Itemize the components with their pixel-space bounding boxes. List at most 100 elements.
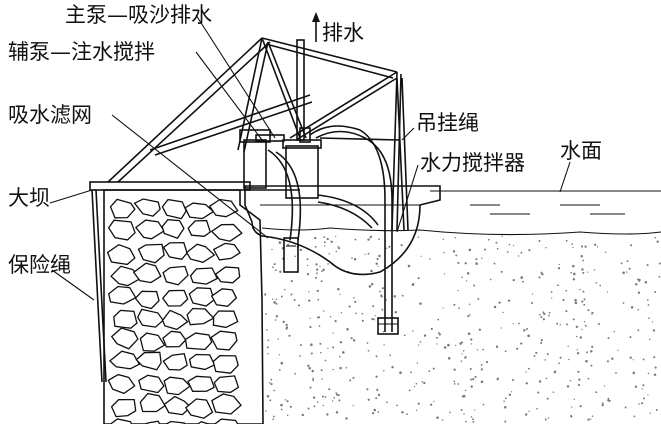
sand-dot <box>566 385 570 388</box>
sand-dot <box>543 312 546 316</box>
sand-dot <box>274 319 277 321</box>
rock-stone <box>110 265 142 287</box>
sand-dot <box>477 297 480 300</box>
sand-dot <box>320 351 322 354</box>
sand-dot <box>565 239 568 242</box>
sand-dot <box>327 263 329 265</box>
sand-dot <box>544 359 546 361</box>
sand-dot <box>442 238 445 241</box>
sand-dot <box>536 407 538 410</box>
sand-dot <box>506 251 509 253</box>
sand-dot <box>339 366 342 370</box>
leader-water-surface <box>559 161 571 193</box>
rock-stone <box>187 375 216 392</box>
sand-dot <box>581 268 584 271</box>
sand-dot <box>316 272 318 275</box>
hoses <box>267 125 393 332</box>
sand-dot <box>608 400 611 402</box>
label-aux-pump: 辅泵—注水搅拌 <box>8 40 155 64</box>
sand-dot <box>442 307 444 309</box>
sand-dot <box>274 269 277 271</box>
sand-dot <box>275 298 278 301</box>
sand-dot <box>579 336 583 339</box>
sand-dot <box>376 388 379 391</box>
sand-dot <box>566 323 569 326</box>
sand-dot <box>269 399 272 402</box>
sand-dot <box>340 312 343 314</box>
sand-dot <box>314 236 317 240</box>
sand-dot <box>299 344 302 347</box>
sand-dot <box>573 398 576 401</box>
sand-dot <box>339 341 343 344</box>
sand-dot <box>495 345 499 348</box>
sand-dot <box>273 263 276 266</box>
sand-dot <box>658 262 661 265</box>
sand-dots <box>264 235 661 423</box>
sand-dot <box>377 265 379 267</box>
sand-dot <box>355 312 357 315</box>
sand-dot <box>574 299 577 302</box>
sand-dot <box>638 280 640 282</box>
sand-dot <box>487 238 490 241</box>
sand-dot <box>473 284 476 287</box>
sand-dot <box>628 267 631 270</box>
sand-dot <box>470 338 473 341</box>
sand-dot <box>323 241 326 244</box>
sand-dot <box>366 342 369 344</box>
sand-dot <box>540 316 543 319</box>
sand-dot <box>504 350 507 353</box>
sand-dot <box>280 361 284 365</box>
sand-dot <box>464 262 467 265</box>
sand-dot <box>330 240 333 244</box>
sand-dot <box>272 418 275 421</box>
sand-dot <box>455 254 458 257</box>
sand-dot <box>482 348 485 351</box>
sand-dot <box>353 257 357 261</box>
sand-dot <box>437 318 440 321</box>
sand-dot <box>312 396 316 399</box>
rock-stone <box>189 267 219 285</box>
rock-stone <box>210 330 238 351</box>
sand-dot <box>346 328 349 331</box>
sand-dot <box>371 411 375 415</box>
sand-dot <box>470 378 473 381</box>
hydraulic-agitator <box>377 317 399 335</box>
sand-dot <box>611 357 614 360</box>
sand-dot <box>652 329 656 332</box>
sand-dot <box>332 346 335 349</box>
sand-dot <box>333 396 336 399</box>
sand-dot <box>273 415 275 418</box>
sand-dot <box>366 388 369 391</box>
sand-dot <box>641 402 644 405</box>
sand-dot <box>551 297 553 299</box>
sand-dot <box>548 311 551 314</box>
sand-dot <box>583 303 586 306</box>
sand-dot <box>443 273 446 275</box>
sand-dot <box>584 324 587 327</box>
sand-dot <box>624 406 627 409</box>
sand-dot <box>582 259 584 262</box>
rock-stone <box>139 392 166 413</box>
sand-dot <box>595 282 597 284</box>
sand-dot <box>301 413 305 417</box>
sand-dot <box>349 379 352 382</box>
sand-dot <box>308 291 310 293</box>
sand-dot <box>372 318 375 321</box>
sand-dot <box>637 308 639 311</box>
sand-dot <box>643 397 645 400</box>
sand-dot <box>378 238 380 241</box>
sand-dot <box>288 334 291 337</box>
leader-main-pump <box>195 14 276 139</box>
sand-dot <box>447 343 450 347</box>
sand-dot <box>350 337 353 340</box>
sand-dot <box>527 334 530 338</box>
sand-dot <box>310 343 313 346</box>
sand-dot <box>498 301 501 304</box>
sand-dot <box>393 295 397 298</box>
sand-dot <box>271 248 273 251</box>
sand-dot <box>565 310 568 313</box>
sand-dot <box>579 405 582 408</box>
sand-dot <box>480 368 483 371</box>
sand-dot <box>570 271 573 274</box>
sand-dot <box>587 418 590 421</box>
